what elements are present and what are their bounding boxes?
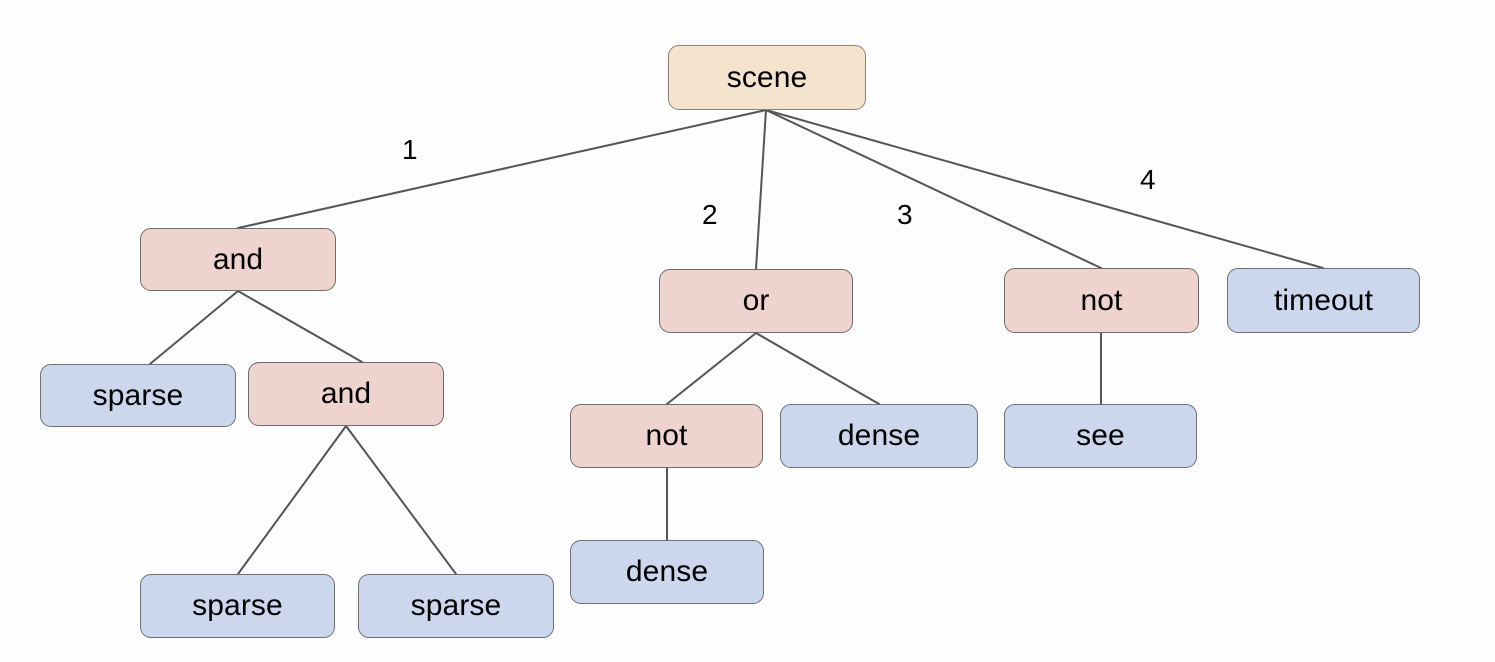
tree-node-label: dense: [625, 555, 709, 588]
tree-edge: [345, 425, 457, 575]
tree-node-label: and: [212, 242, 264, 276]
tree-node-dense2[interactable]: dense: [570, 540, 764, 604]
tree-edge: [237, 290, 363, 363]
tree-node-label: not: [1080, 283, 1123, 317]
tree-edge: [755, 109, 767, 270]
tree-node-and2[interactable]: and: [248, 362, 444, 426]
tree-node-see1[interactable]: see: [1004, 404, 1197, 468]
tree-edge: [765, 109, 1324, 269]
tree-node-label: dense: [837, 419, 921, 452]
tree-node-dense1[interactable]: dense: [780, 404, 978, 468]
tree-edge: [149, 290, 239, 365]
tree-edge: [237, 425, 347, 575]
tree-node-sparse1[interactable]: sparse: [40, 364, 236, 427]
tree-node-label: see: [1076, 419, 1125, 452]
tree-node-label: timeout: [1273, 283, 1374, 317]
tree-node-label: sparse: [192, 589, 283, 622]
tree-node-scene[interactable]: scene: [668, 45, 866, 110]
tree-node-or1[interactable]: or: [659, 269, 853, 333]
tree-node-timeout1[interactable]: timeout: [1227, 268, 1420, 333]
tree-edge: [765, 109, 1102, 269]
tree-node-not1[interactable]: not: [1004, 268, 1199, 333]
tree-node-label: sparse: [92, 378, 184, 412]
tree-edge: [237, 109, 767, 229]
edge-label-2: 2: [702, 199, 718, 230]
tree-node-label: scene: [726, 60, 808, 94]
tree-node-sparse2[interactable]: sparse: [140, 574, 335, 638]
tree-node-not2[interactable]: not: [570, 404, 763, 468]
tree-node-label: and: [320, 377, 372, 410]
tree-node-label: sparse: [410, 589, 502, 622]
tree-node-label: not: [645, 419, 688, 452]
tree-node-label: or: [742, 284, 770, 317]
tree-node-and1[interactable]: and: [140, 228, 336, 291]
edge-label-1: 1: [402, 134, 418, 165]
edge-label-3: 3: [897, 199, 913, 230]
edge-label-4: 4: [1140, 164, 1156, 195]
tree-edge: [666, 332, 757, 405]
tree-node-sparse3[interactable]: sparse: [358, 574, 554, 638]
tree-edge: [755, 332, 880, 405]
